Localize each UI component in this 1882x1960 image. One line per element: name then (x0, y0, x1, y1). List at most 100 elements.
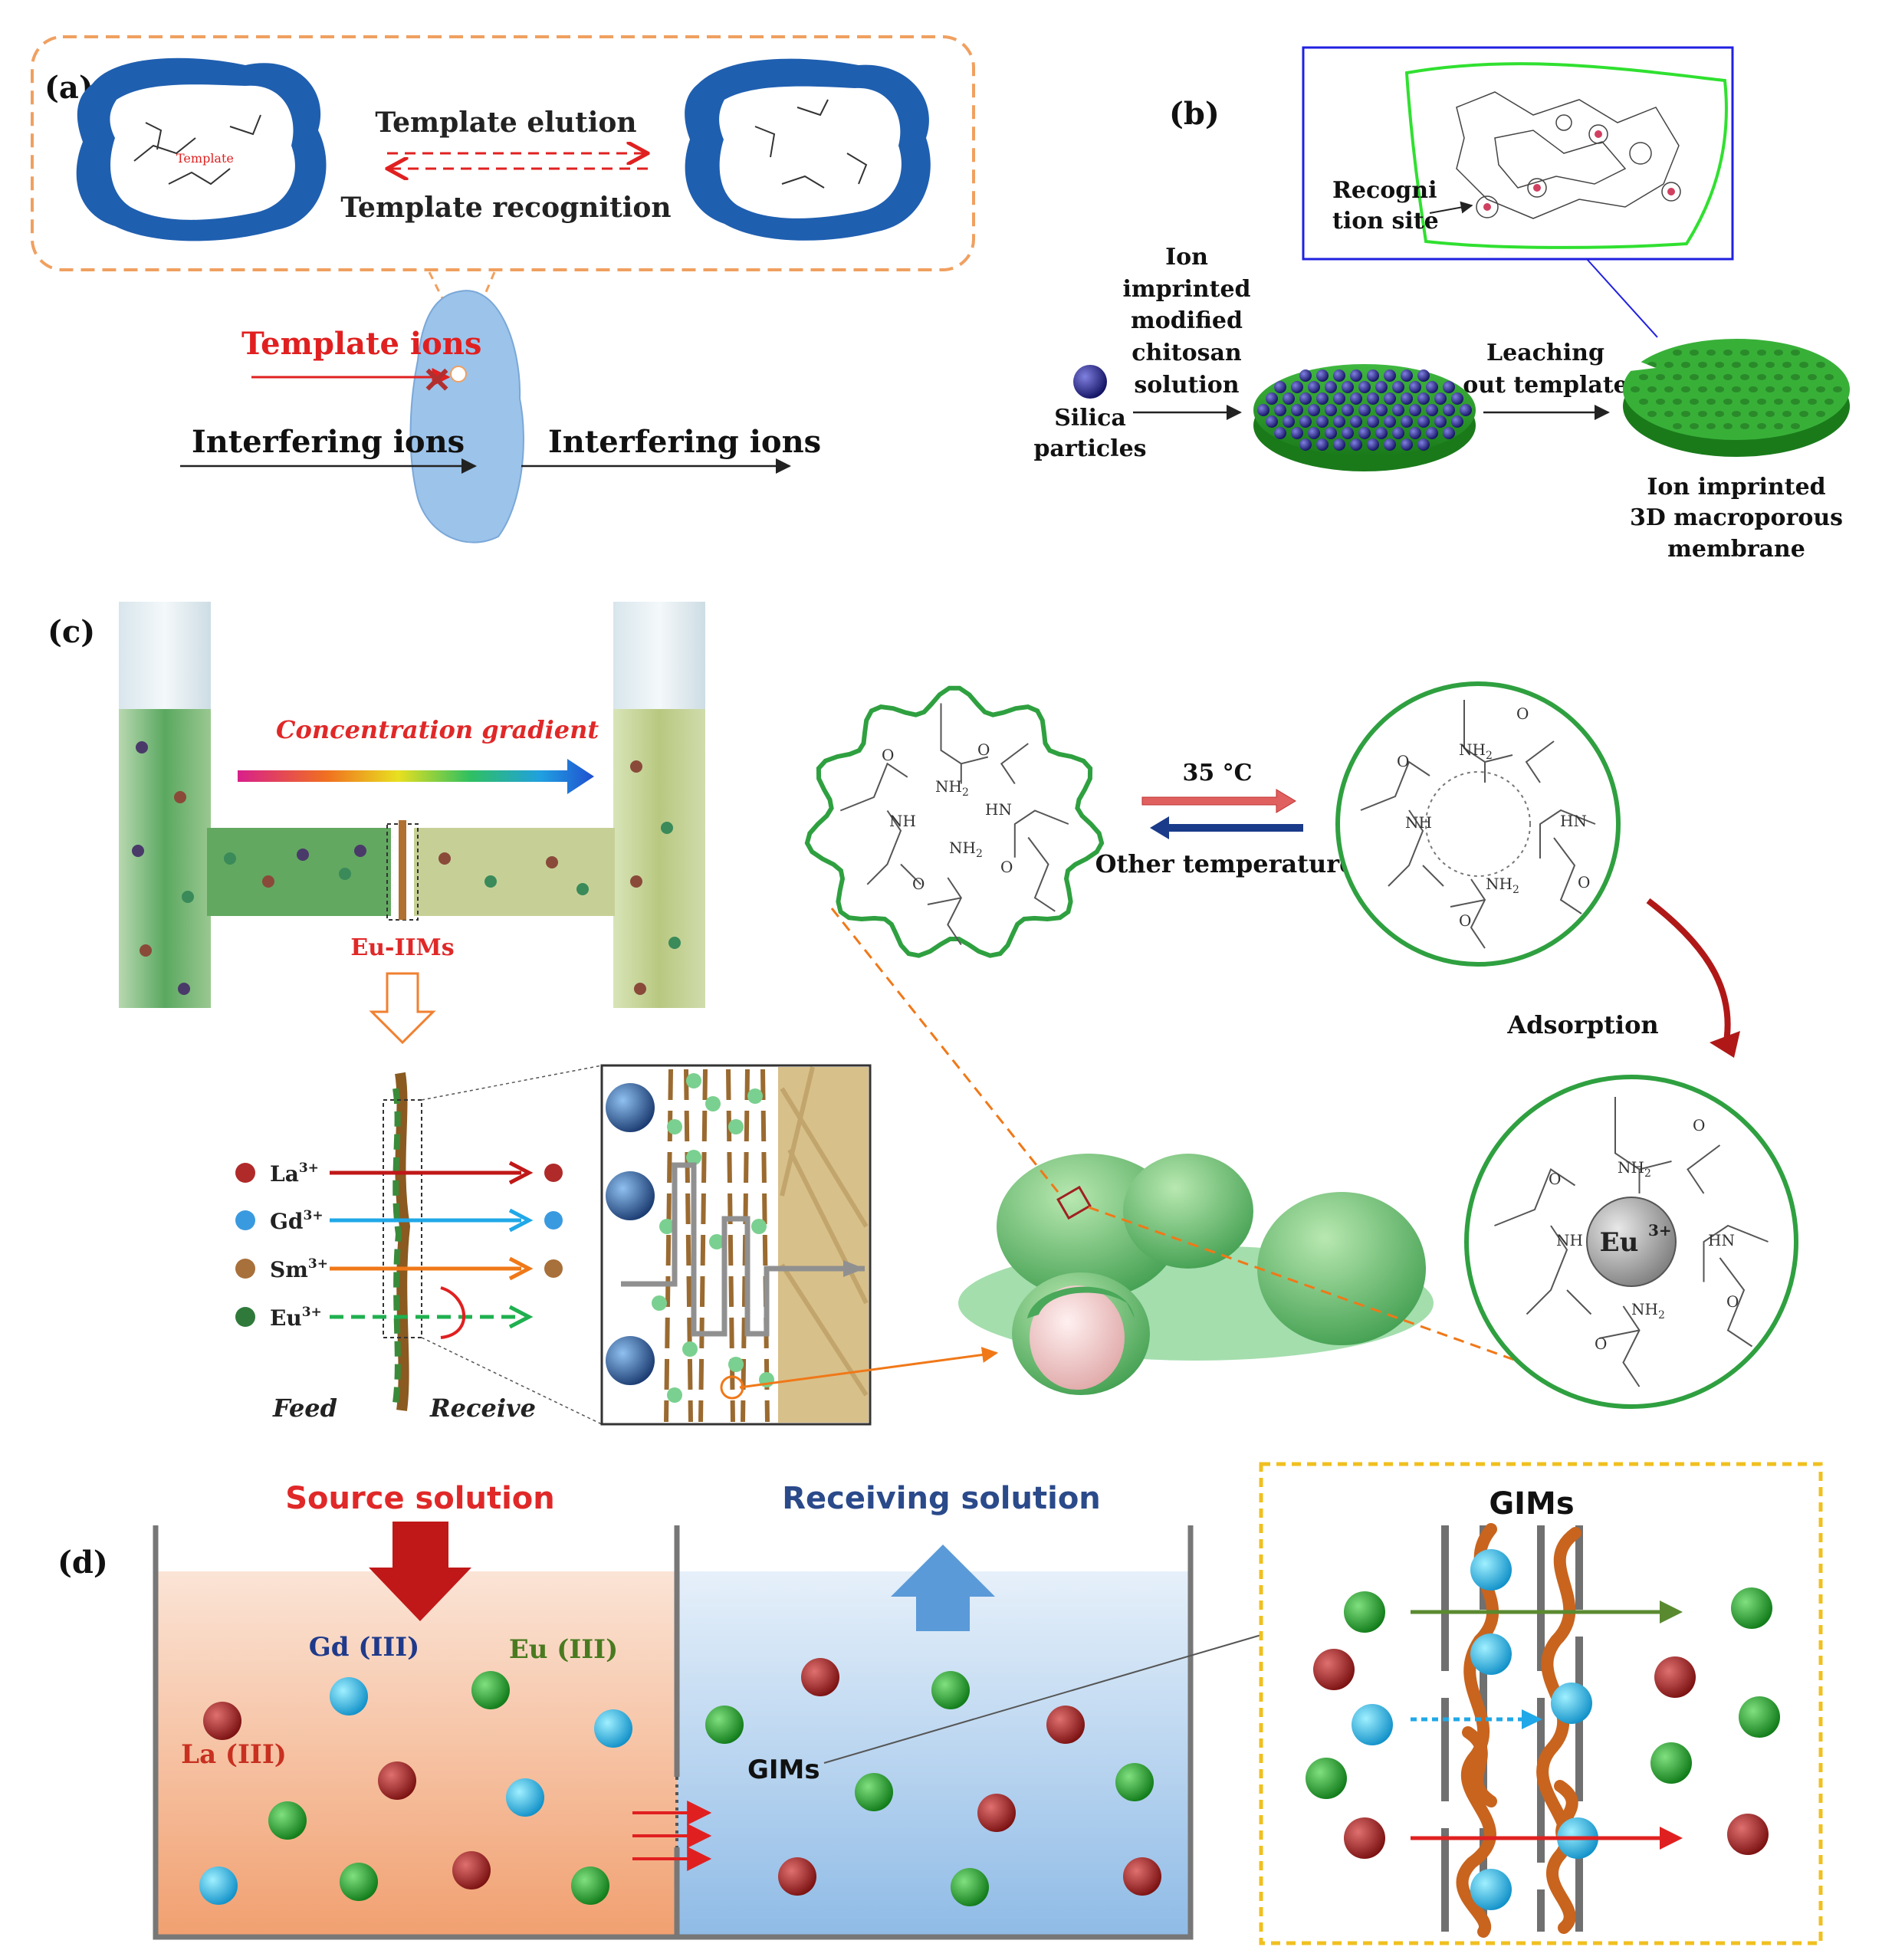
ion-sphere (1115, 1763, 1154, 1801)
membrane-pore (450, 366, 467, 382)
pore-dot (1740, 374, 1749, 380)
ion-dot (339, 868, 351, 880)
pore-dot (1715, 386, 1724, 392)
gims-ion-sphere (1470, 1633, 1512, 1675)
silica-dot (1451, 392, 1463, 405)
eu-dot (659, 1219, 675, 1234)
pore-dot (1816, 386, 1825, 392)
eu-dot (686, 1073, 701, 1088)
ion-sphere (203, 1702, 241, 1740)
ion-sphere (506, 1778, 544, 1817)
silica-dot (1358, 381, 1371, 393)
pore-dot (1774, 399, 1783, 405)
pore-dot (1774, 374, 1783, 380)
silica-dot (1417, 392, 1430, 405)
fiber (760, 1069, 770, 1423)
eu-ion-label: Eu (1600, 1227, 1639, 1258)
chem-label: NH (1405, 813, 1432, 832)
gims-ion-sphere (1313, 1649, 1355, 1690)
silica-dot (1316, 392, 1329, 405)
ion-dot (484, 875, 497, 888)
receive-label: Receive (429, 1394, 536, 1423)
pore-dot (1749, 362, 1758, 368)
chem-label: O (1000, 858, 1013, 876)
pore-dot (1740, 423, 1749, 429)
chem-label: HN (1708, 1231, 1735, 1249)
gims-label: GIMs (747, 1755, 820, 1785)
molecule-bond (1027, 836, 1056, 912)
silica-particle-icon (1073, 365, 1107, 399)
pore-dot (1749, 411, 1758, 417)
pore-dot (1791, 374, 1800, 380)
pore-dot (1698, 386, 1707, 392)
silica-dot (1291, 427, 1303, 439)
eu-dot (705, 1096, 721, 1111)
ion-sphere (778, 1857, 816, 1896)
pore-dot (1706, 423, 1716, 429)
silica-dot (1384, 392, 1396, 405)
chem-label: O (1726, 1292, 1739, 1311)
ion-sphere (330, 1677, 368, 1715)
silica-dot (1291, 381, 1303, 393)
pore-dot (1825, 399, 1834, 405)
molecule-bond (1450, 899, 1486, 908)
molecule-bond (927, 897, 961, 905)
silica-dot (1283, 415, 1295, 428)
ion-dot (178, 983, 190, 995)
pore-dot (1673, 399, 1682, 405)
chem-label: HN (1560, 812, 1587, 830)
imprinted-cavity (804, 685, 1105, 958)
pore-dot (1656, 374, 1665, 380)
silica-dot (1350, 438, 1362, 451)
ion-dot (224, 852, 236, 865)
eu-dot (728, 1357, 744, 1372)
pore-dot (1765, 386, 1775, 392)
eu-dot (652, 1295, 667, 1311)
eu-dot (686, 1150, 701, 1165)
ion-dot (140, 944, 152, 957)
molecule-bond (1553, 837, 1582, 914)
silica-dot (1367, 438, 1379, 451)
blocked-x-icon: ✕ (422, 359, 452, 401)
molecule-bond (1013, 809, 1069, 858)
silica-dot (1375, 404, 1388, 416)
ion-marker-left (235, 1210, 255, 1230)
step2-line2: out template (1463, 372, 1628, 399)
ion-dot (174, 791, 186, 803)
silica-dot (1434, 415, 1447, 428)
pore-dot (1816, 411, 1825, 417)
pore-dot (1681, 411, 1690, 417)
pore-dot (1791, 399, 1800, 405)
silica-dot (1291, 404, 1303, 416)
pore-dot (1706, 399, 1716, 405)
silica-dot (1384, 415, 1396, 428)
silica-dot (1350, 415, 1362, 428)
interfering-ions-left-label: Interfering ions (192, 424, 465, 460)
silica-dot (1333, 415, 1345, 428)
silica-dot (1384, 438, 1396, 451)
pore-dot (1639, 374, 1648, 380)
eu-ion-charge: 3+ (1648, 1221, 1672, 1239)
pore-dot (1732, 411, 1741, 417)
ion-sphere (951, 1868, 989, 1906)
pore-dot (1791, 350, 1800, 356)
pore-dot (1740, 350, 1749, 356)
gims-ion-sphere (1352, 1704, 1393, 1745)
silica-dot (1274, 381, 1286, 393)
chem-label: NH2 (935, 777, 969, 799)
ion-marker-left (235, 1163, 255, 1183)
la-label: La (III) (181, 1739, 287, 1770)
pore-dot (1723, 350, 1733, 356)
ion-dot (132, 845, 144, 857)
chem-label: O (1397, 752, 1409, 770)
gims-ion-sphere (1551, 1683, 1592, 1724)
ion-dot (354, 845, 366, 857)
ion-dot (634, 983, 646, 995)
gims-ion-sphere (1344, 1817, 1385, 1859)
panel-b-label: (b) (1169, 96, 1220, 132)
molecule-bond (1598, 1329, 1640, 1339)
chem-label: O (977, 740, 990, 759)
pore-dot (1732, 386, 1741, 392)
recognition-site-outline (1404, 62, 1728, 249)
